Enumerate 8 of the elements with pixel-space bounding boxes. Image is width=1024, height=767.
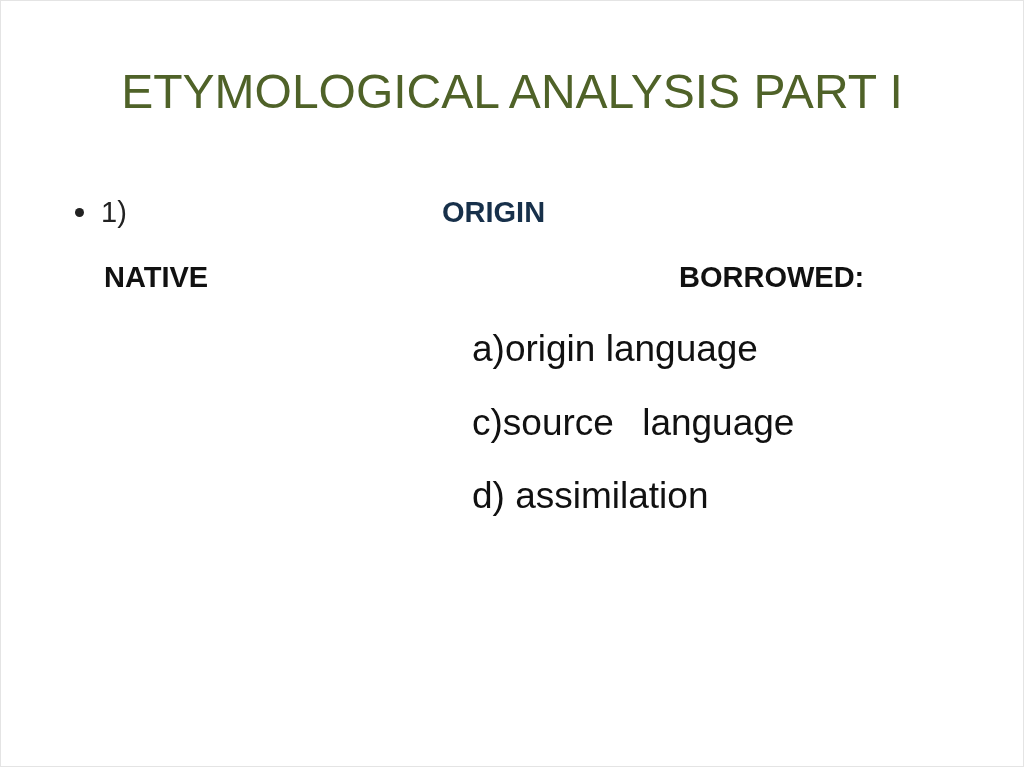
list-item: a)origin language (472, 327, 758, 371)
heading: ORIGIN (442, 195, 546, 230)
list-item: d) assimilation (472, 474, 709, 518)
list-number: 1) (101, 195, 127, 230)
slide-title: ETYMOLOGICAL ANALYSIS PART I (120, 64, 904, 120)
list-item: c)source language (472, 401, 795, 445)
category-label: BORROWED: (679, 260, 865, 295)
category-label: NATIVE (104, 260, 209, 295)
